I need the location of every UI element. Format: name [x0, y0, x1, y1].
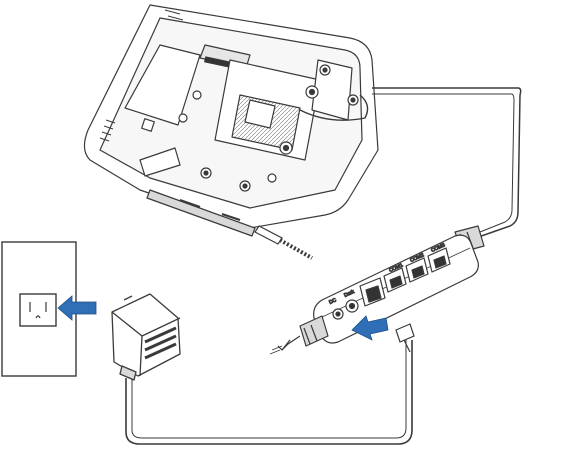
connector-box: DC Dark COM1 COM2 COM3 — [270, 226, 484, 354]
port-dc — [333, 309, 343, 319]
device-tail-connector — [255, 226, 312, 258]
terminal-device — [84, 5, 378, 236]
data-cable — [372, 88, 521, 240]
port-round — [346, 300, 358, 312]
power-adapter — [112, 294, 180, 380]
